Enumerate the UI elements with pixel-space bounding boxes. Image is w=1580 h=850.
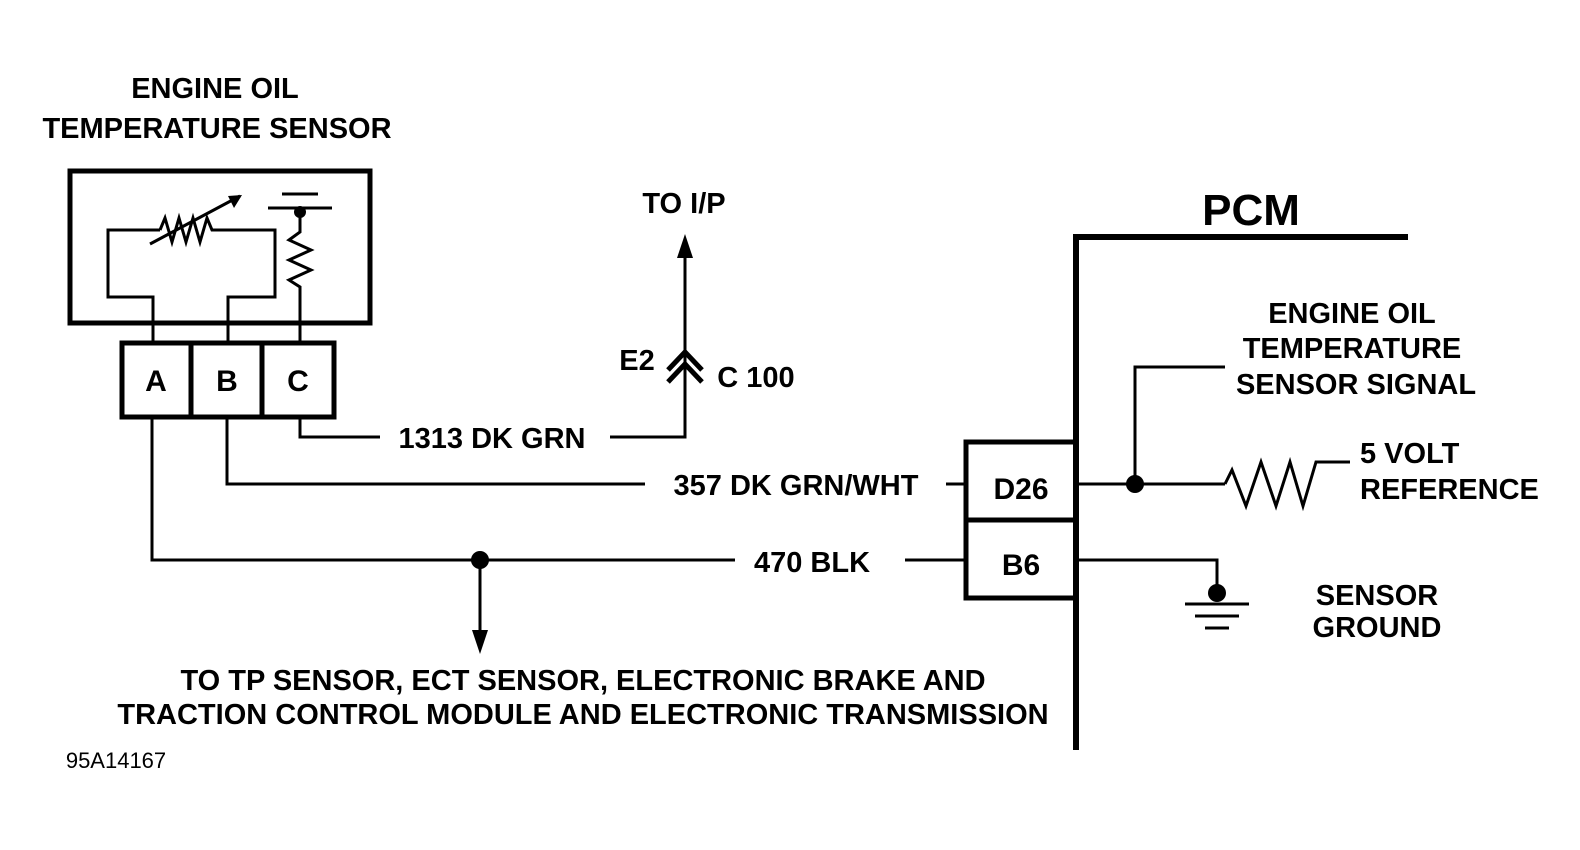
reference-label-line1: 5 VOLT xyxy=(1360,438,1460,470)
sensor-pin-a: A xyxy=(145,365,167,398)
wire-a-left xyxy=(150,417,735,562)
wire-a-label: 470 BLK xyxy=(754,547,870,579)
sensor-pin-b: B xyxy=(216,365,238,398)
signal-label-line2: TEMPERATURE xyxy=(1243,333,1462,365)
sensor-title-line2: TEMPERATURE SENSOR xyxy=(42,113,391,145)
wire-c-label: 1313 DK GRN xyxy=(399,423,586,455)
wire-c-left xyxy=(298,417,380,439)
bottom-note-line1: TO TP SENSOR, ECT SENSOR, ELECTRONIC BRA… xyxy=(180,665,985,697)
connector-right-label: C 100 xyxy=(717,362,794,394)
to-ip-label: TO I/P xyxy=(642,188,725,220)
pcm-pin-b6: B6 xyxy=(1002,549,1040,582)
internal-ground-resistor-icon xyxy=(268,192,332,343)
thermistor-icon xyxy=(106,194,277,343)
pcm-title: PCM xyxy=(1202,186,1300,235)
pcm-pin-d26: D26 xyxy=(993,473,1048,506)
ground-wire xyxy=(1076,558,1219,592)
arrow-down-icon xyxy=(472,630,488,654)
ground-label-line2: GROUND xyxy=(1313,612,1442,644)
ground-label-line1: SENSOR xyxy=(1316,580,1439,612)
sensor-title-line1: ENGINE OIL xyxy=(131,73,299,105)
resistor-icon xyxy=(1223,456,1350,512)
signal-label-line1: ENGINE OIL xyxy=(1268,298,1436,330)
figure-id: 95A14167 xyxy=(66,748,166,773)
reference-label-line2: REFERENCE xyxy=(1360,474,1539,506)
wire-c-right xyxy=(610,245,687,439)
ground-icon xyxy=(1185,602,1249,630)
arrow-up-icon xyxy=(677,234,693,258)
connector-left-label: E2 xyxy=(619,345,654,377)
chevron-connector-icon xyxy=(666,348,704,384)
bottom-note-line2: TRACTION CONTROL MODULE AND ELECTRONIC T… xyxy=(117,699,1048,731)
wire-b-label: 357 DK GRN/WHT xyxy=(674,470,919,502)
wire-b-left xyxy=(225,417,645,486)
ground-dot xyxy=(1208,584,1226,602)
sensor-pin-c: C xyxy=(287,365,309,398)
signal-leader xyxy=(1133,365,1225,484)
sensor-housing xyxy=(67,168,373,326)
signal-label-line3: SENSOR SIGNAL xyxy=(1236,369,1476,401)
